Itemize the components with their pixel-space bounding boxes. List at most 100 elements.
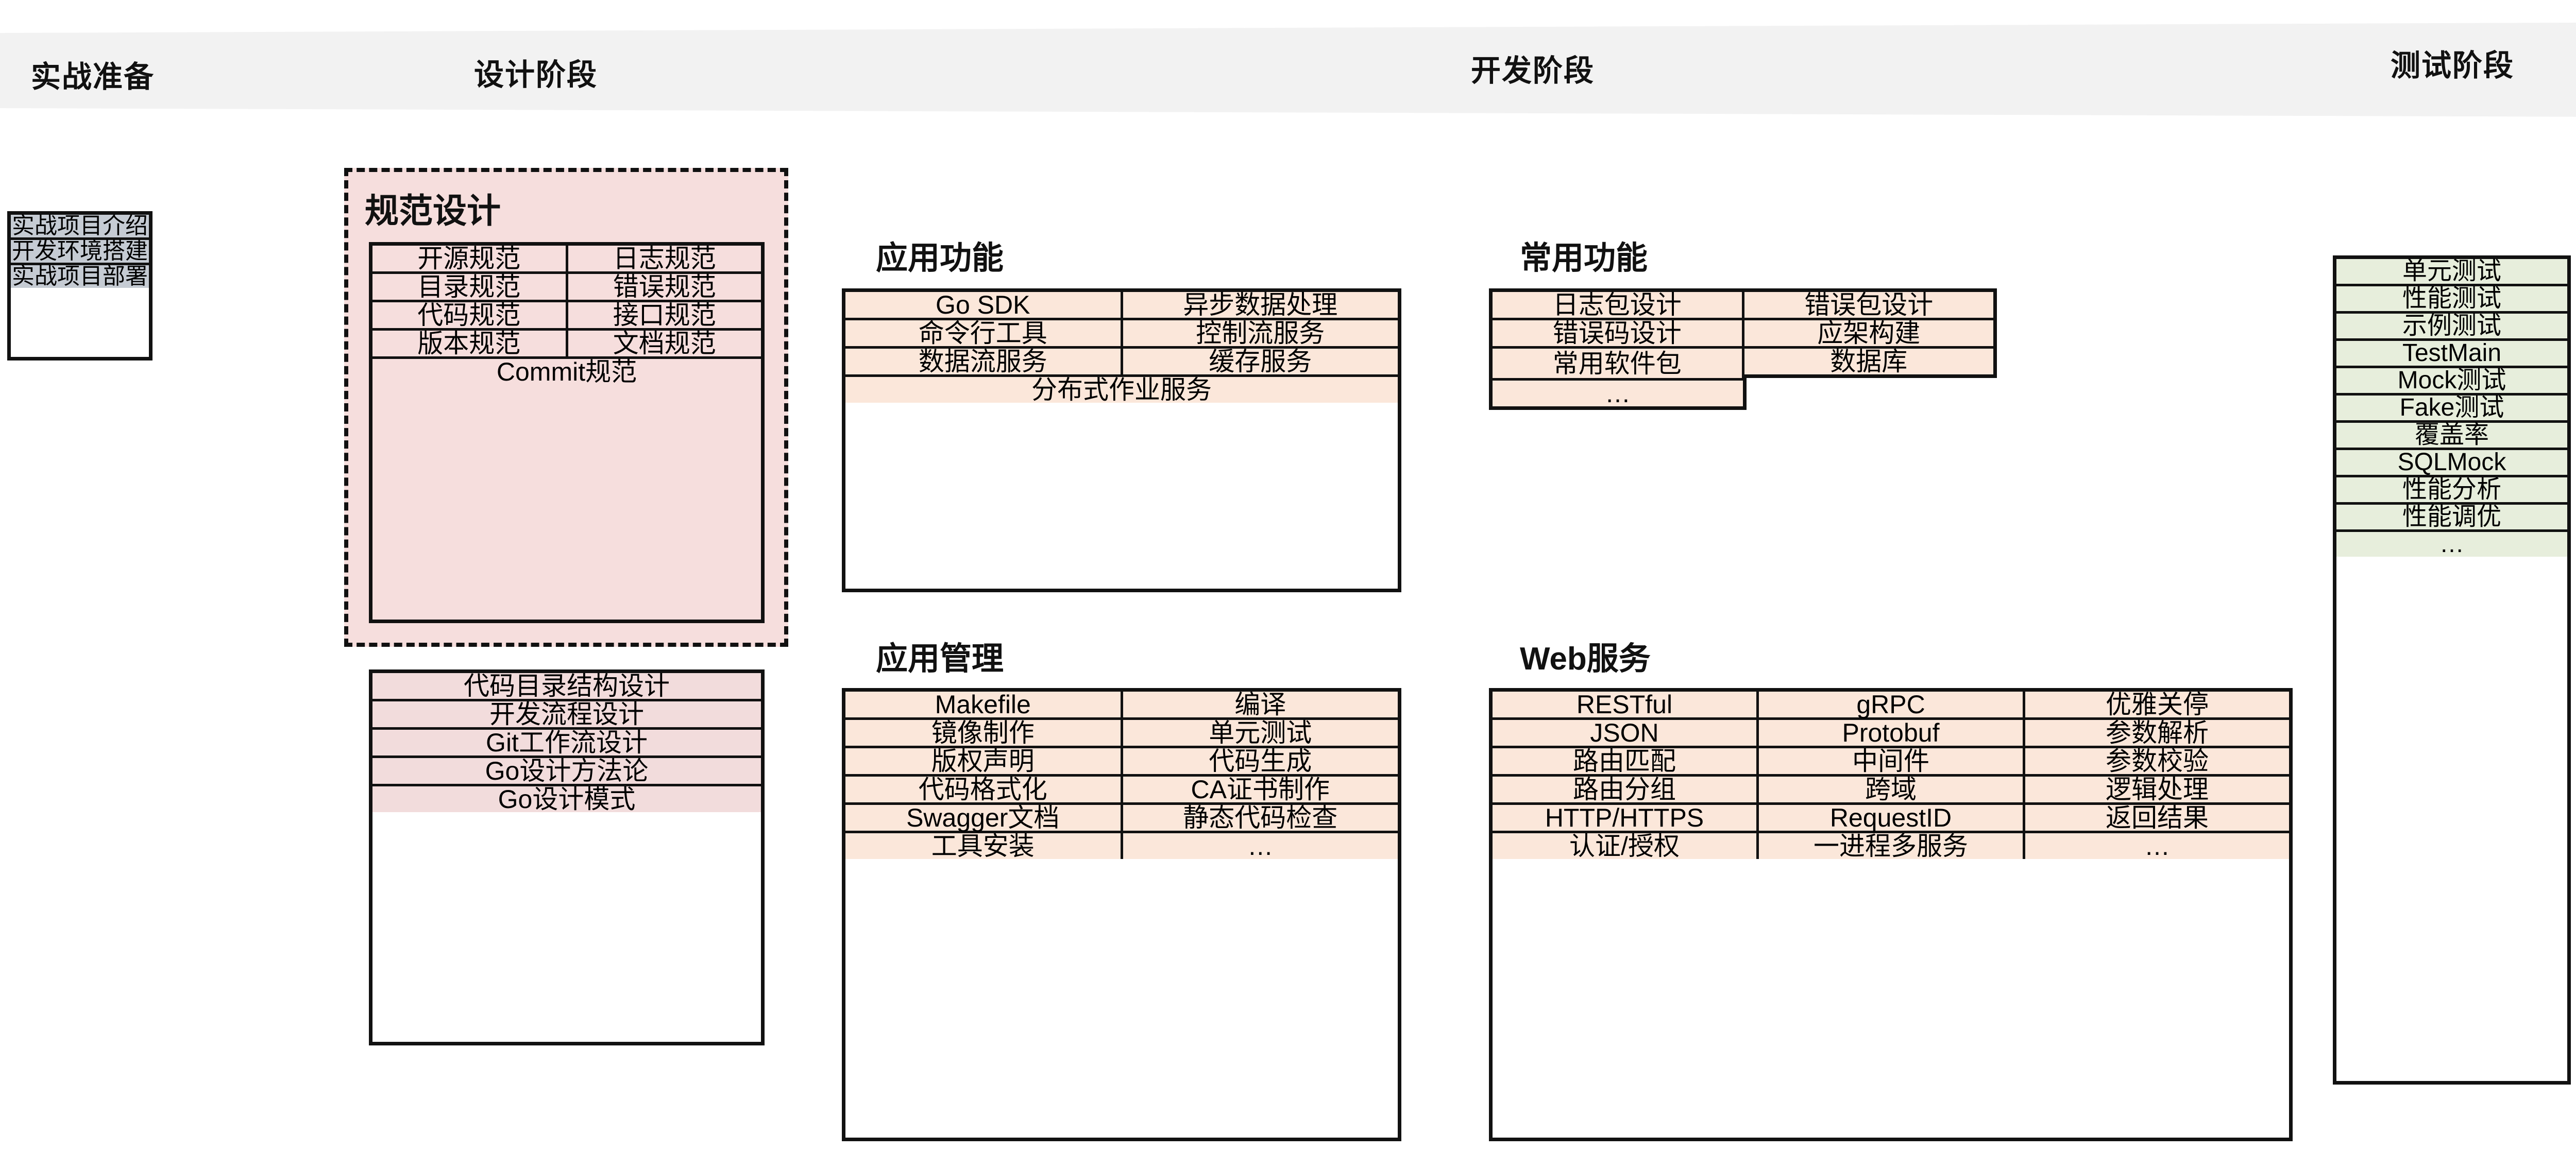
common-cell-2-0: 常用软件包 [1489,346,1744,378]
design-item-3: Go设计方法论 [372,758,761,784]
table-row[interactable]: 目录规范 错误规范 [372,274,761,302]
spec-cell-4-0: Commit规范 [372,359,761,385]
appfeat-cell-3-0: 分布式作业服务 [845,377,1398,403]
table-row[interactable]: 路由匹配 中间件 参数校验 [1493,748,2289,777]
table-row[interactable]: 认证/授权 一进程多服务 … [1493,833,2289,859]
design-item-1: 开发流程设计 [372,701,761,727]
web-cell-5-1: 一进程多服务 [1759,833,2025,859]
web-cell-5-2: … [2025,833,2289,859]
table-row[interactable]: … [1489,378,1997,410]
appmgmt-cell-0-0: Makefile [845,692,1123,717]
table-row[interactable]: 常用软件包 数据库 [1489,346,1997,378]
web-cell-2-0: 路由匹配 [1493,748,1759,774]
prep-item-0: 实战项目介绍 [11,213,149,238]
table-row[interactable]: 代码格式化 CA证书制作 [845,777,1398,805]
list-item[interactable]: 实战项目部署 [11,265,149,288]
appfeat-cell-2-0: 数据流服务 [845,349,1123,374]
test-item-7: SQLMock [2336,450,2567,475]
list-item[interactable]: 性能测试 [2336,286,2567,314]
list-item[interactable]: 代码目录结构设计 [372,673,761,701]
prep-group: 实战项目介绍 开发环境搭建 实战项目部署 [7,211,152,360]
table-row[interactable]: 开源规范 日志规范 [372,246,761,274]
table-row[interactable]: 日志包设计 错误包设计 [1489,288,1997,318]
list-item[interactable]: 开发流程设计 [372,701,761,730]
table-row[interactable]: 数据流服务 缓存服务 [845,349,1398,377]
test-item-3: TestMain [2336,341,2567,366]
phase-label-1: 设计阶段 [474,58,598,92]
spec-cell-3-1: 文档规范 [568,331,761,356]
table-row[interactable]: 工具安装 … [845,833,1398,859]
table-row[interactable]: HTTP/HTTPS RequestID 返回结果 [1493,805,2289,833]
list-item[interactable]: Fake测试 [2336,396,2567,423]
common-cell-3-1 [1747,378,1997,410]
common-cell-1-1: 应架构建 [1744,318,1997,346]
web-cell-3-2: 逻辑处理 [2025,777,2289,802]
table-row[interactable]: Swagger文档 静态代码检查 [845,805,1398,833]
list-item[interactable]: TestMain [2336,341,2567,368]
web-cell-4-0: HTTP/HTTPS [1493,805,1759,831]
web-cell-3-0: 路由分组 [1493,777,1759,802]
table-row[interactable]: 代码规范 接口规范 [372,302,761,331]
list-item[interactable]: 覆盖率 [2336,423,2567,450]
spec-cell-2-1: 接口规范 [568,302,761,328]
table-row[interactable]: RESTful gRPC 优雅关停 [1493,692,2289,720]
common-features-table: 日志包设计 错误包设计 错误码设计 应架构建 常用软件包 数据库 … [1489,288,1997,592]
list-item[interactable]: 开发环境搭建 [11,240,149,265]
list-item[interactable]: 实战项目介绍 [11,215,149,240]
table-row[interactable]: 版本规范 文档规范 [372,331,761,359]
list-item[interactable]: SQLMock [2336,450,2567,477]
table-row[interactable]: 分布式作业服务 [845,377,1398,403]
design-item-2: Git工作流设计 [372,730,761,755]
list-item[interactable]: 性能分析 [2336,477,2567,505]
spec-cell-0-0: 开源规范 [372,246,568,271]
test-item-6: 覆盖率 [2336,423,2567,448]
web-cell-5-0: 认证/授权 [1493,833,1759,859]
web-cell-4-2: 返回结果 [2025,805,2289,831]
web-cell-2-2: 参数校验 [2025,748,2289,774]
table-row[interactable]: 版权声明 代码生成 [845,748,1398,777]
app-management-caption: 应用管理 [876,641,1004,677]
list-item[interactable]: 单元测试 [2336,259,2567,286]
web-cell-0-1: gRPC [1759,692,2025,717]
list-item[interactable]: Mock测试 [2336,368,2567,396]
spec-design-table: 开源规范 日志规范 目录规范 错误规范 代码规范 接口规范 版本规范 文档规范 … [369,242,765,623]
test-item-9: 性能调优 [2336,505,2567,529]
appfeat-cell-2-1: 缓存服务 [1123,349,1398,374]
table-row[interactable]: Makefile 编译 [845,692,1398,720]
app-management-table: Makefile 编译 镜像制作 单元测试 版权声明 代码生成 代码格式化 CA… [842,688,1401,1141]
test-item-5: Fake测试 [2336,396,2567,420]
table-row[interactable]: 命令行工具 控制流服务 [845,320,1398,349]
list-item[interactable]: Git工作流设计 [372,730,761,758]
web-cell-1-1: Protobuf [1759,720,2025,746]
test-item-10: … [2336,532,2567,557]
appfeat-cell-0-0: Go SDK [845,292,1123,318]
spec-cell-2-0: 代码规范 [372,302,568,328]
list-item[interactable]: … [2336,532,2567,557]
web-cell-0-0: RESTful [1493,692,1759,717]
appmgmt-cell-1-0: 镜像制作 [845,720,1123,746]
appmgmt-cell-5-0: 工具安装 [845,833,1123,859]
list-item[interactable]: Go设计模式 [372,786,761,812]
table-row[interactable]: Commit规范 [372,359,761,385]
table-row[interactable]: Go SDK 异步数据处理 [845,292,1398,320]
table-row[interactable]: JSON Protobuf 参数解析 [1493,720,2289,748]
web-service-caption: Web服务 [1520,641,1651,677]
banner-arrow-shape [0,22,2576,117]
appmgmt-cell-4-1: 静态代码检查 [1123,805,1398,831]
list-item[interactable]: 示例测试 [2336,314,2567,341]
test-item-0: 单元测试 [2336,259,2567,284]
list-item[interactable]: 性能调优 [2336,505,2567,532]
appmgmt-cell-0-1: 编译 [1123,692,1398,717]
table-row[interactable]: 镜像制作 单元测试 [845,720,1398,748]
common-cell-2-1: 数据库 [1744,346,1997,378]
table-row[interactable]: 错误码设计 应架构建 [1489,318,1997,346]
list-item[interactable]: Go设计方法论 [372,758,761,786]
table-row[interactable]: 路由分组 跨域 逻辑处理 [1493,777,2289,805]
test-group: 单元测试 性能测试 示例测试 TestMain Mock测试 Fake测试 覆盖… [2333,255,2571,1085]
appmgmt-cell-3-1: CA证书制作 [1123,777,1398,802]
phase-banner: 实战准备设计阶段开发阶段测试阶段部署阶段Tips [0,21,2576,117]
spec-design-title: 规范设计 [365,192,501,230]
web-service-table: RESTful gRPC 优雅关停 JSON Protobuf 参数解析 路由匹… [1489,688,2293,1141]
appfeat-cell-1-0: 命令行工具 [845,320,1123,346]
common-features-caption: 常用功能 [1520,240,1648,276]
